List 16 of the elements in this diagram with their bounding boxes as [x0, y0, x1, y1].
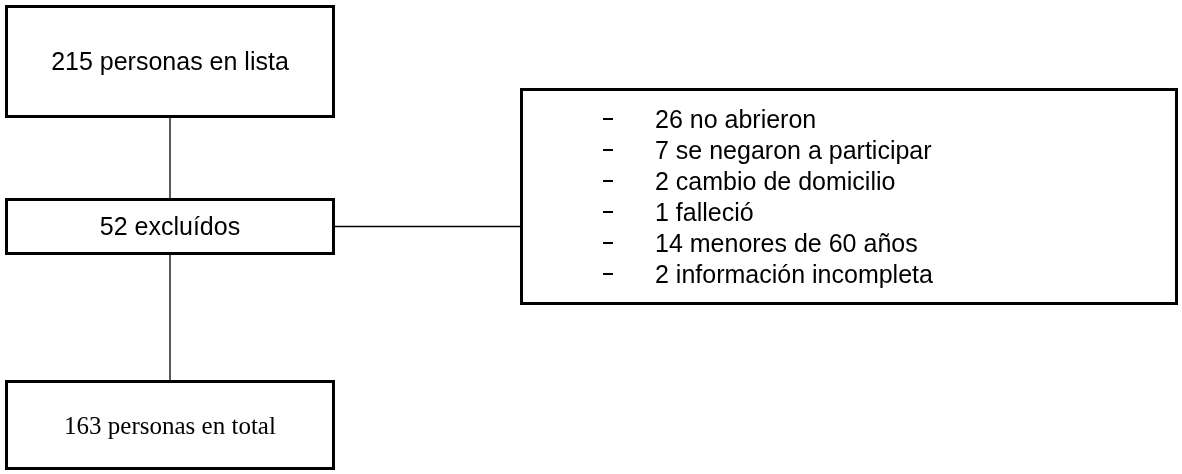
box-label: 163 personas en total — [63, 410, 277, 441]
list-box — [520, 88, 1178, 305]
process-box — [5, 198, 335, 255]
connector-line — [169, 254, 171, 381]
list-item: 14 menores de 60 años — [655, 227, 918, 259]
process-box — [5, 5, 335, 118]
box-label: 215 personas en lista — [51, 46, 289, 77]
connector-line — [334, 225, 521, 228]
box-label: 52 excluídos — [99, 211, 241, 242]
connector-line — [169, 117, 171, 199]
list-item: 2 cambio de domicilio — [655, 165, 896, 197]
list-item: 26 no abrieron — [655, 103, 817, 135]
list-item: 7 se negaron a participar — [655, 134, 932, 166]
list-item: 2 información incompleta — [655, 258, 933, 290]
process-box — [5, 380, 335, 470]
list-item: 1 falleció — [655, 196, 754, 228]
